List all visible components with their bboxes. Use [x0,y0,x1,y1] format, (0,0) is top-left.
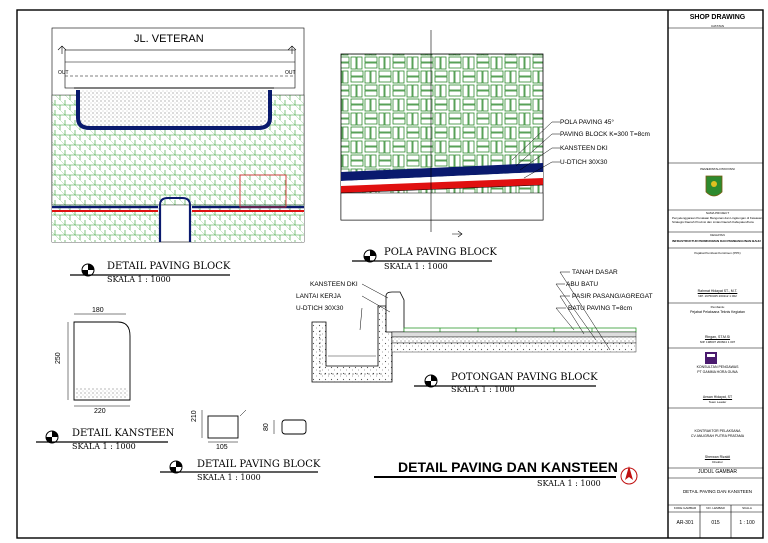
project-label: NAMA PROJECT [705,211,730,215]
pattern-callout-4: U-DTICH 30X30 [560,159,608,166]
plan-mark-right: OUT [285,70,296,76]
section-left-callout-1: KANSTEEN DKI [310,281,358,288]
pptk-nip: NIP. 198007 200604 1 007 [699,340,736,344]
pattern-callout-1: POLA PAVING 45° [560,118,614,126]
street-label: JL. VETERAN [134,33,204,45]
pattern-scale: SKALA 1 : 1000 [384,262,448,271]
sheet-border [16,9,764,539]
ppk-name: Rahmat Hidayat ST., M.T. [697,289,738,293]
paving-plan-view [51,27,305,243]
skala-label: SKALA [742,506,752,510]
block-dim-height: 210 [191,410,198,422]
kansteen-scale: SKALA 1 : 1000 [72,442,136,451]
block-detail-scale: SKALA 1 : 1000 [197,473,261,482]
kansteen-dim-bottom: 220 [94,408,106,415]
drawing-main-scale: SKALA 1 : 1000 [537,479,601,488]
block-dim-thickness: 80 [263,423,270,431]
section-marker-pattern [352,249,492,263]
judul-label: JUDUL GAMBAR [698,469,737,475]
consultant-person: Arwan Hidayat, ST [702,395,733,399]
province-emblem-icon [705,175,723,197]
contractor-label: KONTRAKTOR PELAKSANA [694,429,741,433]
title-block-grid [668,27,763,538]
pattern-title: POLA PAVING BLOCK [384,247,497,258]
pptk-name: Ringan, ST.M.Si [704,335,731,339]
activity-label: KEGIATAN [710,233,725,237]
ppk-nip: NIP. 19750325 200112 1 002 [698,294,737,298]
title-block-header: SHOP DRAWING [689,14,746,21]
plan-mark-left: OUT [58,70,69,76]
section-left-callout-2: LANTAI KERJA [296,293,342,300]
consultant-role: Team Leader [708,400,727,404]
section-title: POTONGAN PAVING BLOCK [451,372,598,383]
section-marker-block [160,460,318,474]
ppk-label: Pejabat Pembuat Komitmen (PPK) [694,251,741,255]
consultant-label: KONSULTAN PENGAWAS [696,365,739,369]
kansteen-dim-height: 250 [55,352,62,364]
drawing-main-title: DETAIL PAVING DAN KANSTEEN [398,459,618,475]
paving-pattern-view [340,30,560,238]
kansteen-title: DETAIL KANSTEEN [72,428,175,439]
no-lembar-label: NO. LEMBAR [706,506,725,510]
compass-icon [620,466,638,485]
paving-block-detail [201,409,307,443]
pattern-callout-2: PAVING BLOCK K=300 T=8cm [560,131,650,138]
kansteen-detail [67,313,131,407]
pattern-callout-3: KANSTEEN DKI [560,145,608,152]
section-right-callout-3: PASIR PASANG/AGREGAT [572,293,653,300]
consultant-name: PT GAMMA HORA GUNA [697,370,738,374]
skala-value: 1 : 100 [739,520,755,526]
section-right-callout-4: BATU PAVING T=8cm [568,305,632,312]
section-marker-plan [70,263,230,277]
contractor-role: Direktur [712,460,723,464]
section-marker-kansteen [36,430,168,444]
section-right-callout-1: TANAH DASAR [572,269,618,276]
block-detail-title: DETAIL PAVING BLOCK [197,459,321,470]
section-marker-section [414,374,596,388]
consultant-logo-icon [705,352,717,364]
block-dim-width: 105 [216,444,228,451]
activity-name: INFRASTRUKTUR PERMUKIMAN DAN PEMBANGUNAN… [672,239,761,243]
pptk-role: Pejabat Pelaksana Teknis Kegiatan [690,310,745,314]
kode-gambar-label: KODE GAMBAR [673,506,697,510]
kansteen-dim-top: 180 [92,307,104,314]
detail-paving-plan-scale: SKALA 1 : 1000 [107,275,171,284]
pptk-label: Pembantu [710,305,725,309]
section-left-callout-3: U-DTICH 30X30 [296,305,344,312]
no-lembar-value: 015 [711,520,720,526]
kode-gambar-value: AR-301 [676,520,694,526]
section-right-callout-2: ABU BATU [566,281,598,288]
title-block-sub: CATATAN [710,24,725,28]
owner-label: PEMERINTAH PROVINSI [700,167,735,171]
project-name: Penyelenggaraan Penataan Bangunan dan Li… [672,216,763,224]
section-scale: SKALA 1 : 1000 [451,385,515,394]
detail-paving-plan-title: DETAIL PAVING BLOCK [107,261,231,272]
judul-value: DETAIL PAVING DAN KANSTEEN [682,489,753,494]
paving-section-view [311,271,637,383]
contractor-person: Sherwan Rizaldi [704,455,731,459]
contractor-name: CV ANUGRAH PUTRA PRATAMA [690,434,745,438]
